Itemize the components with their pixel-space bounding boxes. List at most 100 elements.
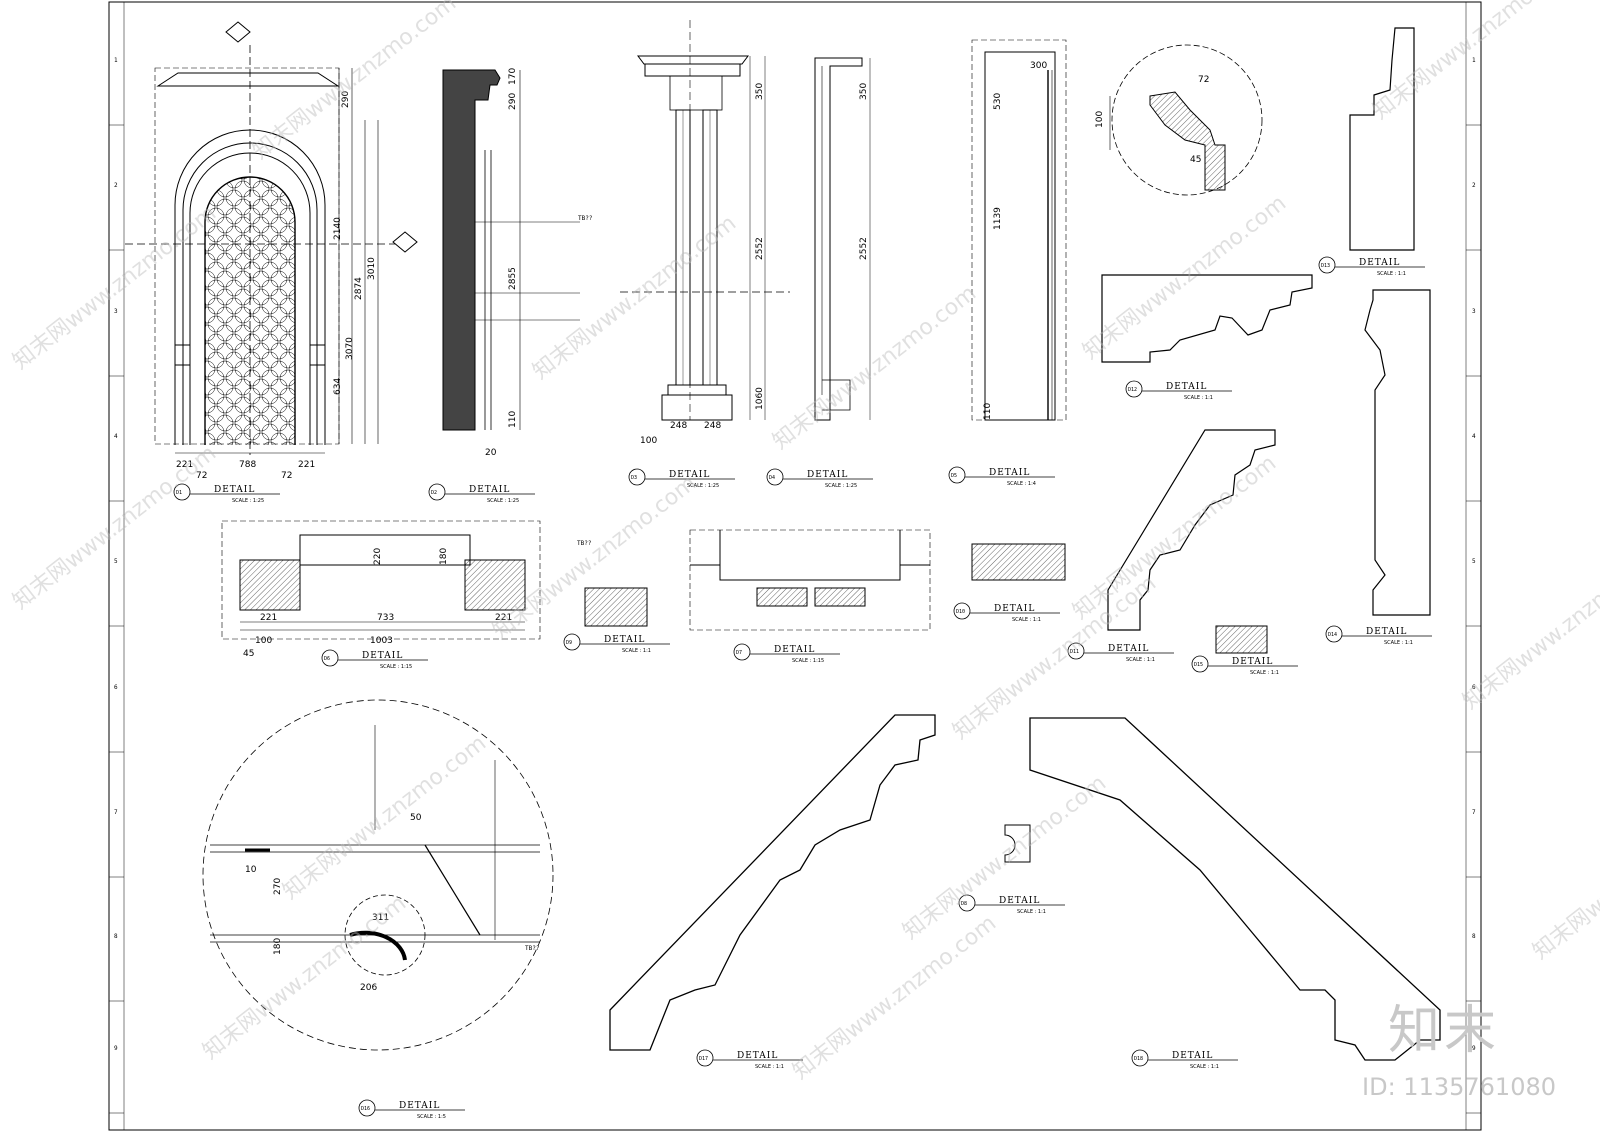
pilaster-section (814, 57, 871, 421)
small-profile-d15 (1215, 625, 1268, 654)
row-mark: 7 (1472, 809, 1476, 816)
dim-pil-b: 350 (859, 83, 869, 100)
dim-arch-h2: 2140 (333, 217, 343, 240)
scale-text: SCALE : 1:25 (487, 498, 519, 504)
title-bubble (563, 633, 581, 651)
dim-big-a: 50 (410, 813, 422, 823)
title-text: DETAIL (1366, 627, 1407, 637)
dim-pil-c: 2552 (859, 237, 869, 260)
watermark-text: 知末网www.znzmo.com (528, 211, 741, 385)
profile-d14 (1364, 289, 1431, 616)
watermark-text: 知末网www.znzmo.com (8, 201, 221, 375)
scale-text: SCALE : 1:5 (417, 1114, 446, 1120)
row-mark: 3 (1472, 308, 1476, 315)
dim-arch-w3: 788 (239, 460, 256, 470)
title-bubble (1325, 625, 1343, 643)
scale-text: SCALE : 1:25 (687, 483, 719, 489)
title-bubble (948, 466, 966, 484)
dim-arch-h5: 634 (333, 378, 343, 395)
label-big-tb: TB?? (525, 945, 540, 952)
title-tag: D8 (961, 901, 967, 907)
title-text: DETAIL (362, 651, 403, 661)
title-text: DETAIL (604, 635, 645, 645)
base-plan (689, 529, 931, 631)
dim-col-h: 100 (640, 436, 657, 446)
row-mark: 2 (1472, 182, 1476, 189)
dim-section-c: 290 (508, 93, 518, 110)
title-tag: D10 (956, 609, 965, 615)
small-profile-d8 (1004, 824, 1031, 863)
dim-plan-g: 1003 (370, 636, 393, 646)
label-section-tb: TB?? (578, 215, 593, 222)
dim-tall-a: 300 (1030, 61, 1047, 71)
column-elevation (620, 20, 790, 421)
dim-big-g: 10 (245, 865, 257, 875)
title-text: DETAIL (214, 485, 255, 495)
row-mark: 5 (114, 558, 118, 565)
title-tag: D16 (361, 1106, 370, 1112)
dim-arch-h6: 3070 (345, 337, 355, 360)
row-mark: 3 (114, 308, 118, 315)
scale-text: SCALE : 1:15 (380, 664, 412, 670)
dim-section-g: 20 (485, 448, 497, 458)
dim-plan-i: 45 (243, 649, 254, 659)
scale-text: SCALE : 1:1 (1250, 670, 1279, 676)
scale-text: SCALE : 1:25 (232, 498, 264, 504)
dim-arch-h4: 3010 (367, 257, 377, 280)
title-text: DETAIL (999, 896, 1040, 906)
scale-text: SCALE : 1:1 (1126, 657, 1155, 663)
tall-elevation (971, 39, 1067, 421)
row-mark: 9 (1472, 1045, 1476, 1052)
title-block-d16: D16 DETAIL SCALE : 1:5 (358, 1099, 465, 1120)
title-text: DETAIL (669, 470, 710, 480)
watermark-text: 知末网www.znzmo.com (898, 771, 1111, 945)
title-text: DETAIL (1359, 258, 1400, 268)
dim-col-g: 248 (704, 421, 721, 431)
title-tag: D11 (1070, 649, 1079, 655)
title-text: DETAIL (994, 604, 1035, 614)
row-mark: 1 (114, 57, 118, 64)
profile-d12 (1101, 274, 1313, 363)
dim-cornice-c: 45 (1190, 155, 1201, 165)
dim-arch-w4: 72 (281, 471, 292, 481)
title-tag: D4 (769, 475, 775, 481)
title-bubble (358, 1099, 376, 1117)
small-profile-d9 (584, 587, 648, 627)
dim-col-b: 350 (755, 83, 765, 100)
title-tag: D1 (176, 490, 182, 496)
brand-logo: 知末 (1387, 1001, 1500, 1061)
title-tag: D9 (566, 640, 572, 646)
label-plan-tb: TB?? (577, 540, 592, 547)
watermark-text: 知末网www.znzmo.com (8, 441, 221, 615)
title-text: DETAIL (737, 1051, 778, 1061)
dim-plan-f: 221 (495, 613, 512, 623)
sheet-border (108, 1, 1482, 1131)
watermark-text: 知末网www.znzmo.com (1068, 451, 1281, 625)
dim-col-c: 2552 (755, 237, 765, 260)
title-text: DETAIL (989, 468, 1030, 478)
dim-tall-e: 1139 (993, 207, 1003, 230)
dim-plan-d: 221 (260, 613, 277, 623)
row-mark: 6 (1472, 684, 1476, 691)
title-text: DETAIL (399, 1101, 440, 1111)
scale-text: SCALE : 1:1 (622, 648, 651, 654)
title-bubble (428, 483, 446, 501)
title-tag: D17 (699, 1056, 708, 1062)
dim-tall-j: 110 (983, 403, 993, 420)
row-mark: 8 (1472, 933, 1476, 940)
scale-text: SCALE : 1:1 (1377, 271, 1406, 277)
dim-cornice-a: 72 (1198, 75, 1209, 85)
scale-text: SCALE : 1:1 (1184, 395, 1213, 401)
watermark-text: 知末网www.znzmo.com (278, 731, 491, 905)
row-mark: 9 (114, 1045, 118, 1052)
dim-arch-w2: 72 (196, 471, 207, 481)
dim-col-f: 248 (670, 421, 687, 431)
